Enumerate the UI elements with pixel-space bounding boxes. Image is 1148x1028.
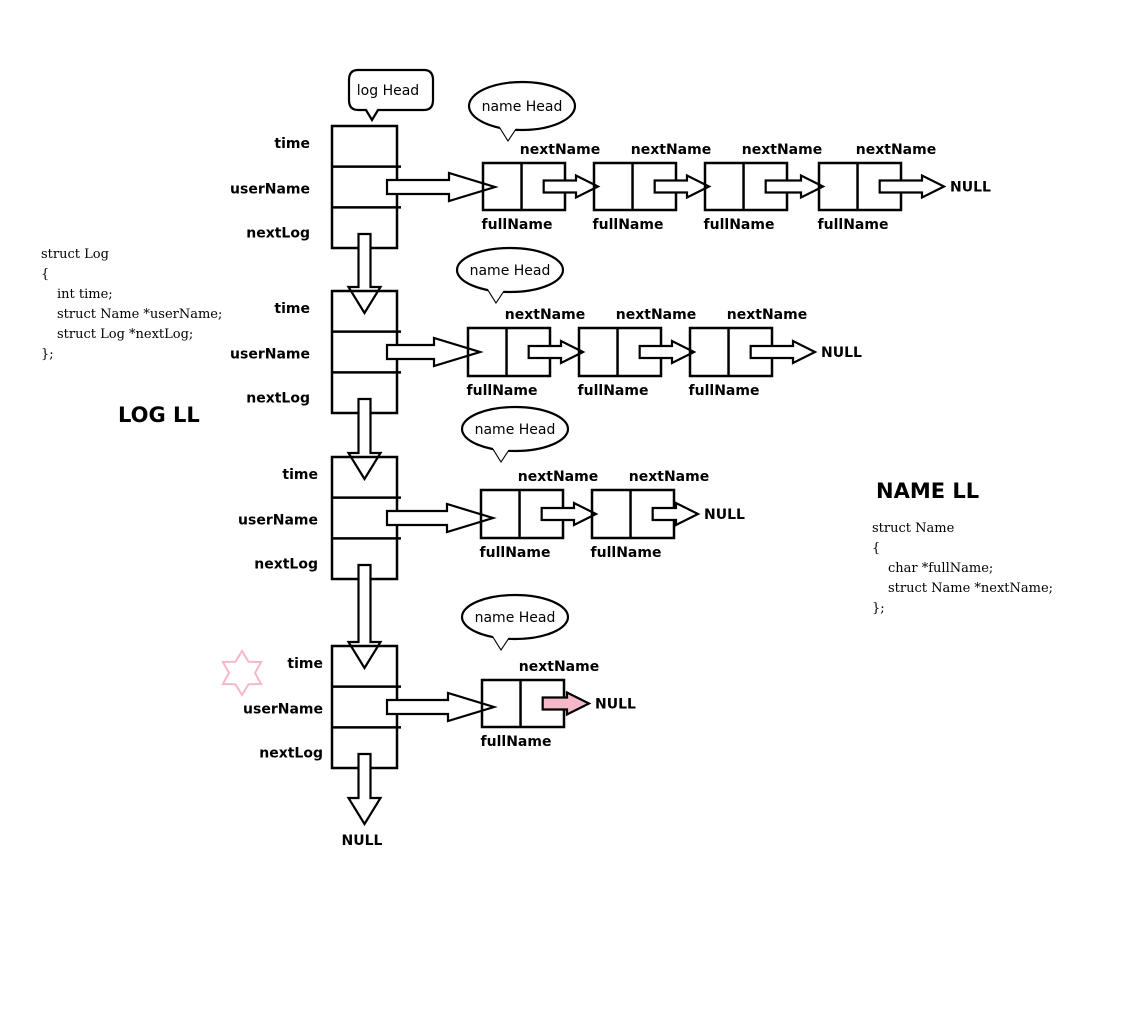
field-label-nextlog: nextLog: [254, 556, 318, 572]
username-arrow: [385, 336, 484, 368]
label-fullname: fullName: [704, 217, 775, 233]
struct-log-code-line: struct Log *nextLog;: [57, 327, 193, 342]
name-list-null: NULL: [821, 345, 862, 361]
field-label-time: time: [274, 136, 310, 152]
field-label-username: userName: [243, 702, 323, 718]
label-nextname: nextName: [727, 307, 807, 323]
username-arrow: [385, 691, 498, 723]
name-head-bubble: name Head: [460, 593, 570, 652]
name-list-null: NULL: [950, 180, 991, 196]
bubble-outline: [460, 593, 570, 641]
struct-name-code-line: struct Name *nextName;: [888, 581, 1053, 596]
struct-log-code-line: struct Log: [41, 247, 109, 262]
struct-name-code-line: char *fullName;: [888, 561, 993, 576]
label-fullname: fullName: [482, 217, 553, 233]
name-list-null: NULL: [595, 697, 636, 713]
nextlog-arrow: [346, 752, 383, 827]
nextname-arrow: [764, 173, 826, 200]
field-label-username: userName: [230, 182, 310, 198]
label-fullname: fullName: [481, 734, 552, 750]
field-label-username: userName: [238, 513, 318, 529]
label-nextname: nextName: [518, 469, 598, 485]
nextname-arrow: [653, 173, 712, 200]
bubble-label: name Head: [475, 610, 556, 626]
struct-log-code-line: };: [41, 347, 54, 362]
nextlog-arrow: [346, 232, 383, 316]
name-list-null: NULL: [704, 507, 745, 523]
bubble-outline: [467, 80, 577, 132]
struct-log-code-line: {: [41, 267, 49, 282]
name-ll-title: NAME LL: [876, 479, 979, 503]
bubble-tail-fill: [498, 124, 516, 140]
label-nextname: nextName: [520, 142, 600, 158]
nextname-arrow: [541, 690, 592, 717]
struct-log-code-line: struct Name *userName;: [57, 307, 222, 322]
bubble-tail-fill: [491, 445, 509, 461]
bubble-tail-fill: [486, 286, 504, 302]
label-fullname: fullName: [818, 217, 889, 233]
username-arrow: [385, 502, 497, 534]
label-nextname: nextName: [631, 142, 711, 158]
log-head-bubble: log Head: [347, 68, 435, 123]
field-label-username: userName: [230, 347, 310, 363]
name-head-bubble: name Head: [467, 80, 577, 143]
field-label-nextlog: nextLog: [259, 745, 323, 761]
log-head-label: log Head: [357, 83, 419, 99]
bubble-tail-fill: [491, 633, 509, 649]
label-nextname: nextName: [629, 469, 709, 485]
bubble-label: name Head: [482, 99, 563, 115]
nextname-arrow: [542, 173, 601, 200]
nextlog-arrow: [346, 563, 383, 671]
name-head-bubble: name Head: [455, 246, 565, 305]
struct-log-code-line: int time;: [57, 287, 113, 302]
nextname-arrow: [651, 501, 701, 527]
bubble-outline: [455, 246, 565, 294]
nextlog-arrow: [346, 397, 383, 482]
nextname-arrow: [878, 173, 947, 200]
log-ll-title: LOG LL: [118, 403, 200, 427]
label-fullname: fullName: [467, 383, 538, 399]
label-nextname: nextName: [742, 142, 822, 158]
label-fullname: fullName: [689, 383, 760, 399]
username-arrow: [385, 171, 499, 203]
nextname-arrow: [527, 339, 586, 365]
label-fullname: fullName: [578, 383, 649, 399]
log-head-outline: [347, 68, 435, 123]
struct-name-code-line: {: [872, 541, 880, 556]
nextname-arrow: [540, 501, 599, 527]
bubble-label: name Head: [470, 263, 551, 279]
struct-name-code-line: struct Name: [872, 521, 955, 536]
label-nextname: nextName: [519, 659, 599, 675]
field-label-time: time: [282, 467, 318, 483]
field-label-time: time: [274, 301, 310, 317]
label-nextname: nextName: [616, 307, 696, 323]
field-label-nextlog: nextLog: [246, 225, 310, 241]
bubble-outline: [460, 405, 570, 453]
log-list-null: NULL: [342, 833, 383, 849]
field-label-time: time: [287, 656, 323, 672]
label-fullname: fullName: [591, 545, 662, 561]
label-nextname: nextName: [856, 142, 936, 158]
six-point-star-icon: [221, 649, 263, 697]
nextname-arrow: [638, 339, 697, 365]
label-nextname: nextName: [505, 307, 585, 323]
nextname-arrow: [749, 339, 818, 365]
struct-name-code-line: };: [872, 601, 885, 616]
label-fullname: fullName: [593, 217, 664, 233]
label-fullname: fullName: [480, 545, 551, 561]
field-label-nextlog: nextLog: [246, 390, 310, 406]
bubble-label: name Head: [475, 422, 556, 438]
name-head-bubble: name Head: [460, 405, 570, 464]
